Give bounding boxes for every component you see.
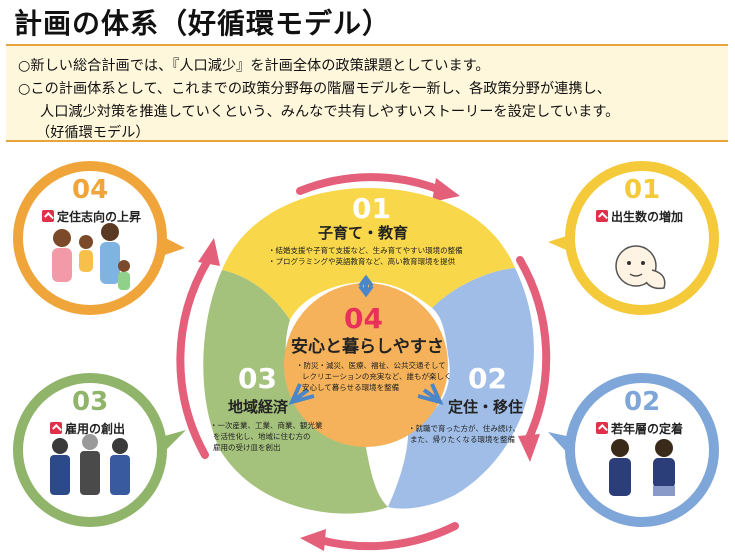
outcome-01-label: 出生数の増加 [596, 208, 683, 225]
segment-02-bullet-1: ・就職で育った方が、住み続け、 [408, 423, 520, 433]
cycle-arrow-left-head [198, 238, 220, 266]
cycle-arrow-bottom [316, 522, 459, 551]
intro-line-4: （好循環モデル） [36, 125, 150, 141]
family-illustration [52, 223, 130, 290]
connector-left [288, 383, 315, 406]
segment-03-title: 地域経済 [228, 398, 289, 416]
cycle-diagram-svg: 04 01 03 02 01 子育て・教育 ・結婚支援や子育て支援など、生み育て… [13, 161, 719, 551]
center-circle [284, 283, 448, 447]
outcome-04-number: 04 [72, 175, 108, 205]
chevron-up-icon [596, 210, 608, 222]
cycle-diagram: 04 01 03 02 01 子育て・教育 ・結婚支援や子育て支援など、生み育て… [0, 150, 735, 551]
segment-02-title: 定住・移住 [448, 398, 523, 416]
outcome-circle-02 [548, 373, 719, 527]
center-number: 04 [344, 302, 383, 335]
segment-03-bullet-2: を活性化し、地域に住む方の [213, 431, 311, 441]
segment-01-bullet-2: ・プログラミングや英語教育など、高い教育環境を提供 [268, 256, 456, 266]
connector-arrows [288, 274, 444, 406]
cycle-arrow-top [296, 173, 444, 195]
segment-01-shape [222, 188, 515, 320]
cycle-arrow-left [176, 256, 212, 459]
outcome-01-text: 出生数の増加 [611, 210, 684, 224]
intro-line-3: 人口減少対策を推進していくという、みんなで共有しやすいストーリーを設定しています… [40, 104, 620, 120]
outcome-02-text: 若年層の定着 [611, 422, 684, 436]
intro-line-1: ○新しい総合計画では、『人口減少』を計画全体の政策課題としています。 [18, 58, 490, 74]
center-bullet-3: 安心して暮らせる環境を整備 [302, 382, 400, 392]
outcome-04-text: 定住志向の上昇 [57, 210, 142, 224]
outcome-02-number: 02 [624, 387, 660, 417]
center-bullet-1: ・防災・減災、医療、福祉、公共交通そして [296, 360, 446, 370]
chevron-up-icon [50, 422, 62, 434]
center-bullet-2: レクリエーションの充実など、誰もが楽しく [302, 371, 451, 381]
workers-illustration [50, 434, 130, 495]
chevron-up-icon [42, 210, 54, 222]
outcome-circle-01 [548, 161, 719, 315]
cycle-arrow-top-head [432, 178, 460, 202]
segment-01-bullet-1: ・結婚支援や子育て支援など、生み育てやすい環境の整備 [268, 245, 463, 255]
outcome-03-number: 03 [72, 387, 108, 417]
page-title: 計画の体系（好循環モデル） [14, 7, 392, 40]
cycle-arrow-bottom-head [300, 529, 326, 551]
connector-top [358, 274, 374, 298]
outcome-02-label: 若年層の定着 [596, 420, 683, 437]
cycle-arrows [176, 173, 551, 551]
segment-03-bullet-1: ・一次産業、工業、商業、観光業 [210, 420, 323, 430]
cycle-arrow-right [516, 256, 551, 444]
chevron-up-icon [596, 422, 608, 434]
segment-03-bullet-3: 雇用の受け皿を創出 [213, 442, 281, 452]
connector-right [417, 383, 444, 406]
center-title: 安心と暮らしやすさ [291, 336, 444, 357]
segment-01-number: 01 [352, 192, 391, 225]
intro-line-2: ○この計画体系として、これまでの政策分野毎の階層モデルを一新し、各政策分野が連携… [18, 81, 611, 97]
intro-box: ○新しい総合計画では、『人口減少』を計画全体の政策課題としています。 ○この計画… [6, 44, 728, 142]
segment-02-bullet-2: また、帰りたくなる環境を整備 [410, 434, 515, 444]
outcome-01-number: 01 [624, 175, 660, 205]
baby-illustration [615, 245, 666, 290]
cycle-arrow-right-head [518, 434, 540, 462]
outcome-03-text: 雇用の創出 [65, 422, 126, 436]
students-illustration [609, 439, 675, 496]
outcome-03-label: 雇用の創出 [50, 420, 125, 437]
segment-03-shape [203, 270, 388, 514]
segment-02-number: 02 [468, 362, 507, 395]
segment-03-number: 03 [238, 362, 277, 395]
segment-02-shape [388, 268, 534, 509]
outcome-04-label: 定住志向の上昇 [42, 208, 141, 225]
segment-01-title: 子育て・教育 [318, 224, 408, 242]
